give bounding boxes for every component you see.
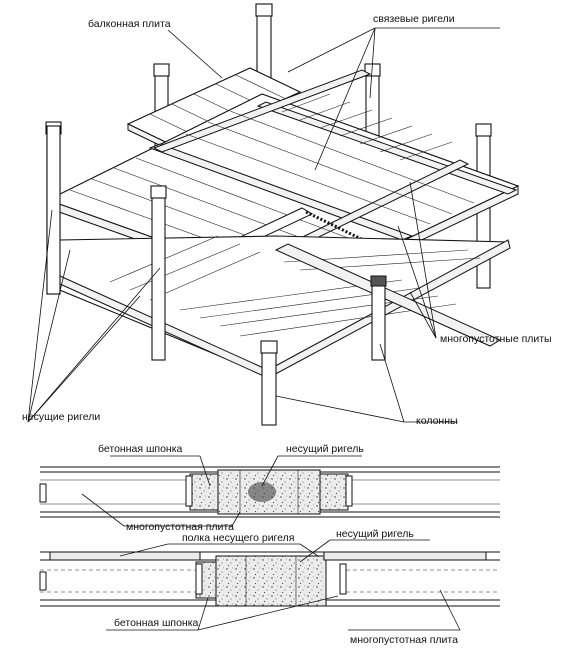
label-bearing-beams: несущие ригели	[22, 411, 100, 423]
s1-label-concrete-key: бетонная шпонка	[98, 443, 183, 455]
column-cap	[150, 185, 167, 199]
beam-shelf	[323, 551, 487, 561]
s1-label-hollow-slab: многопустотная плита	[126, 521, 234, 533]
label-hollow-slabs: многопустотные плиты	[440, 333, 552, 345]
leader	[27, 209, 53, 423]
label-columns: колонны	[416, 415, 458, 427]
s2-label-bearing-beam: несущий ригель	[336, 528, 414, 540]
leader	[409, 291, 437, 339]
column-front	[261, 344, 277, 426]
column-cap	[260, 340, 278, 354]
leader	[27, 267, 161, 423]
label-tie-beams: связевые ригели	[373, 13, 455, 25]
leader	[369, 27, 376, 99]
column-cap	[153, 63, 170, 77]
top-leaders	[27, 27, 500, 423]
leader	[287, 27, 376, 73]
s2-label-concrete-key: бетонная шпонка	[114, 617, 199, 629]
leader	[27, 295, 141, 423]
tie-beam-lower	[274, 243, 502, 347]
isometric-frame	[45, 3, 520, 426]
leader	[275, 395, 405, 423]
leader	[27, 249, 71, 423]
beam-shelf	[49, 551, 201, 561]
column-cap	[370, 275, 387, 287]
bearing-beam	[152, 69, 372, 153]
column-back-top	[256, 7, 272, 79]
column-cap	[475, 123, 492, 137]
section-2	[39, 539, 500, 631]
leader	[167, 29, 223, 79]
lower-floor	[49, 235, 511, 379]
section-1	[39, 455, 500, 527]
front-columns	[46, 125, 387, 426]
leader	[314, 27, 376, 171]
s2-label-hollow-slab: многопустотная плита	[350, 634, 458, 646]
leader	[409, 181, 437, 339]
leader	[379, 343, 405, 423]
label-balcony-slab: балконная плита	[88, 18, 171, 30]
s1-label-bearing-beam: несущий ригель	[286, 443, 364, 455]
leader	[397, 225, 437, 339]
column-front-right	[371, 279, 386, 361]
s2-label-beam-shelf: полка несущего ригеля	[182, 532, 294, 544]
column-left-front	[46, 125, 61, 295]
column-cap	[255, 3, 273, 17]
